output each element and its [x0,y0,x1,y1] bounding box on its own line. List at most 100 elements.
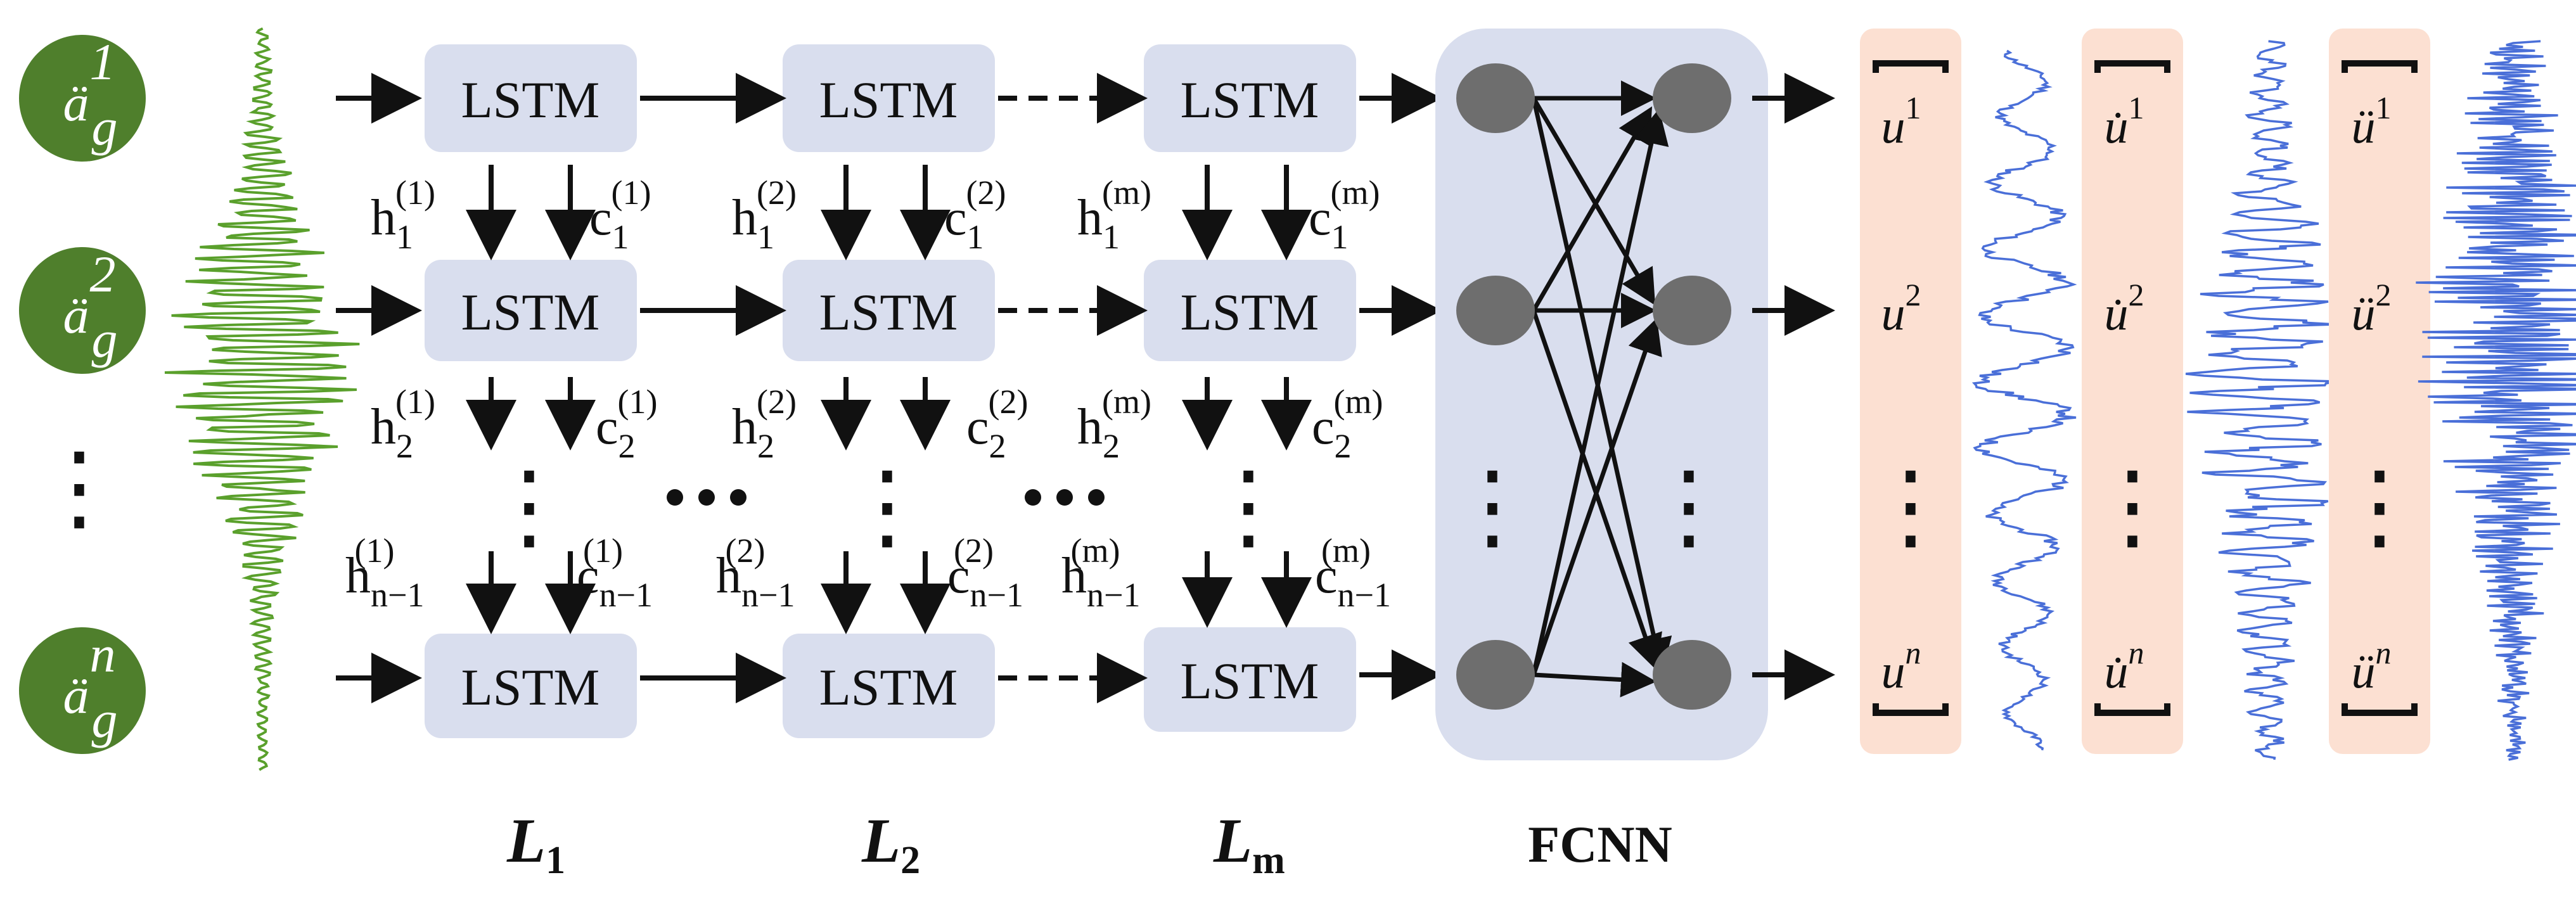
ground-motion-waveform [164,27,360,771]
output-v-n: u̇n [2105,635,2144,698]
velocity-response-waveform [2185,40,2338,760]
neuron-out-n [1653,640,1731,710]
layer-labels: L1 L2 Lm FCNN [506,805,1672,882]
neuron-in-1 [1456,63,1535,133]
vertical-ellipsis-l1: ⋮ [482,454,577,559]
lstm-label: LSTM [1181,283,1319,341]
output-panel-acceleration [2329,29,2430,754]
h-label-rn-l2: hn−1(2) [716,532,795,614]
input-symbol: ä [63,74,89,132]
output-u-n: un [1881,635,1921,698]
h-label-rn-l1: hn−1(1) [345,532,424,614]
fcnn-block: ⋮ ⋮ [1435,29,1768,760]
layer-label-m: Lm [1213,805,1285,882]
c-label-r1-lm: c1(m) [1309,174,1380,256]
h-label-rn-lm: hn−1(m) [1061,532,1140,614]
input-sub: g [92,98,118,156]
horizontal-ellipsis-2 [1025,489,1105,506]
output-v-1: u̇1 [2105,90,2144,153]
lstm-cell-r1-l1: LSTM [425,44,637,152]
lstm-label: LSTM [1181,71,1319,129]
output-a-1: ü1 [2352,90,2392,153]
c-label-rn-l1: cn−1(1) [577,532,653,614]
fcnn-ellipsis-left: ⋮ [1445,454,1540,559]
lstm-label: LSTM [461,283,600,341]
output-u-2: u2 [1881,277,1921,340]
vertical-ellipsis-l2: ⋮ [840,454,935,559]
input-column: ä g 1 ä g 2 ⋮ ä g n [19,33,146,754]
lstm-cell-r2-lm: LSTM [1144,260,1356,361]
vertical-ellipsis-lm: ⋮ [1201,454,1296,559]
input-symbol: ä [63,667,89,724]
output-a-ellipsis: ⋮ [2332,454,2427,559]
bracket-top [2342,60,2418,73]
input-node-1: ä g 1 [19,33,146,162]
input-symbol: ä [63,286,89,344]
h-label-r1-lm: h1(m) [1077,174,1151,256]
fcnn-label: FCNN [1528,815,1672,873]
bracket-top [1873,60,1949,73]
bracket-bottom [2342,703,2418,716]
h-label-r2-l1: h2(1) [371,383,435,465]
h-label-r2-l2: h2(2) [732,383,797,465]
output-v-ellipsis: ⋮ [2085,454,2180,559]
output-u-1: u1 [1881,90,1921,153]
c-label-r1-l1: c1(1) [589,174,651,256]
input-node-n: ä g n [19,625,146,754]
lstm-label: LSTM [819,283,958,341]
horizontal-arrows [336,73,1442,703]
neuron-out-1 [1653,63,1731,133]
bracket-top [2094,60,2170,73]
displacement-response-waveform [1971,49,2077,751]
lstm-grid: LSTM LSTM LSTM LSTM LSTM LSTM LSTM LS [425,44,1356,738]
output-velocity: u̇1 u̇2 ⋮ u̇n [2082,29,2183,754]
lstm-cell-r2-l1: LSTM [425,260,637,361]
fcnn-ellipsis-right: ⋮ [1641,454,1736,559]
output-v-2: u̇2 [2105,277,2144,340]
c-label-r2-l2: c2(2) [966,383,1028,465]
c-label-r2-lm: c2(m) [1312,383,1383,465]
state-labels: h1(1) c1(1) h1(2) c1(2) h1(m) c1(m) h2(1… [345,174,1391,614]
neuron-in-n [1456,640,1535,710]
lstm-label: LSTM [819,658,958,716]
fcnn-neurons [1456,63,1731,710]
neuron-in-2 [1456,276,1535,345]
bracket-bottom [2094,703,2170,716]
svg-text:ä: ä [63,74,89,132]
input-sup: n [90,625,116,683]
input-node-2: ä g 2 [19,245,146,374]
state-arrows [466,165,1312,634]
c-label-r2-l1: c2(1) [596,383,657,465]
lstm-ellipses: ⋮ ⋮ ⋮ [482,454,1296,559]
output-u-ellipsis: ⋮ [1863,454,1958,559]
fcnn-connections [1531,80,1672,698]
horizontal-ellipsis-1 [667,489,747,506]
output-panel-velocity [2082,29,2183,754]
output-arrows [1752,73,1835,700]
output-a-n: ün [2352,635,2392,698]
input-sub: g [92,310,118,368]
input-sup: 2 [90,245,116,303]
c-label-rn-lm: cn−1(m) [1315,532,1391,614]
lstm-label: LSTM [819,71,958,129]
bracket-bottom [1873,703,1949,716]
output-acceleration: ü1 ü2 ⋮ ün [2329,29,2430,754]
h-label-r1-l2: h1(2) [732,174,797,256]
input-sub: g [92,691,118,748]
lstm-cell-rn-l2: LSTM [783,634,995,738]
layer-label-1: L1 [506,805,565,882]
c-label-rn-l2: cn−1(2) [947,532,1023,614]
neuron-out-2 [1653,276,1731,345]
lstm-label: LSTM [461,658,600,716]
lstm-cell-rn-l1: LSTM [425,634,637,738]
output-a-2: ü2 [2352,277,2392,340]
c-label-r1-l2: c1(2) [944,174,1006,256]
lstm-cell-r2-l2: LSTM [783,260,995,361]
lstm-label: LSTM [1181,652,1319,710]
input-sup: 1 [90,33,116,91]
lstm-cell-r1-lm: LSTM [1144,44,1356,152]
lstm-cell-r1-l2: LSTM [783,44,995,152]
output-displacement: u1 u2 ⋮ un [1860,29,1961,754]
output-panel-displacement [1860,29,1961,754]
layer-label-2: L2 [861,805,920,882]
